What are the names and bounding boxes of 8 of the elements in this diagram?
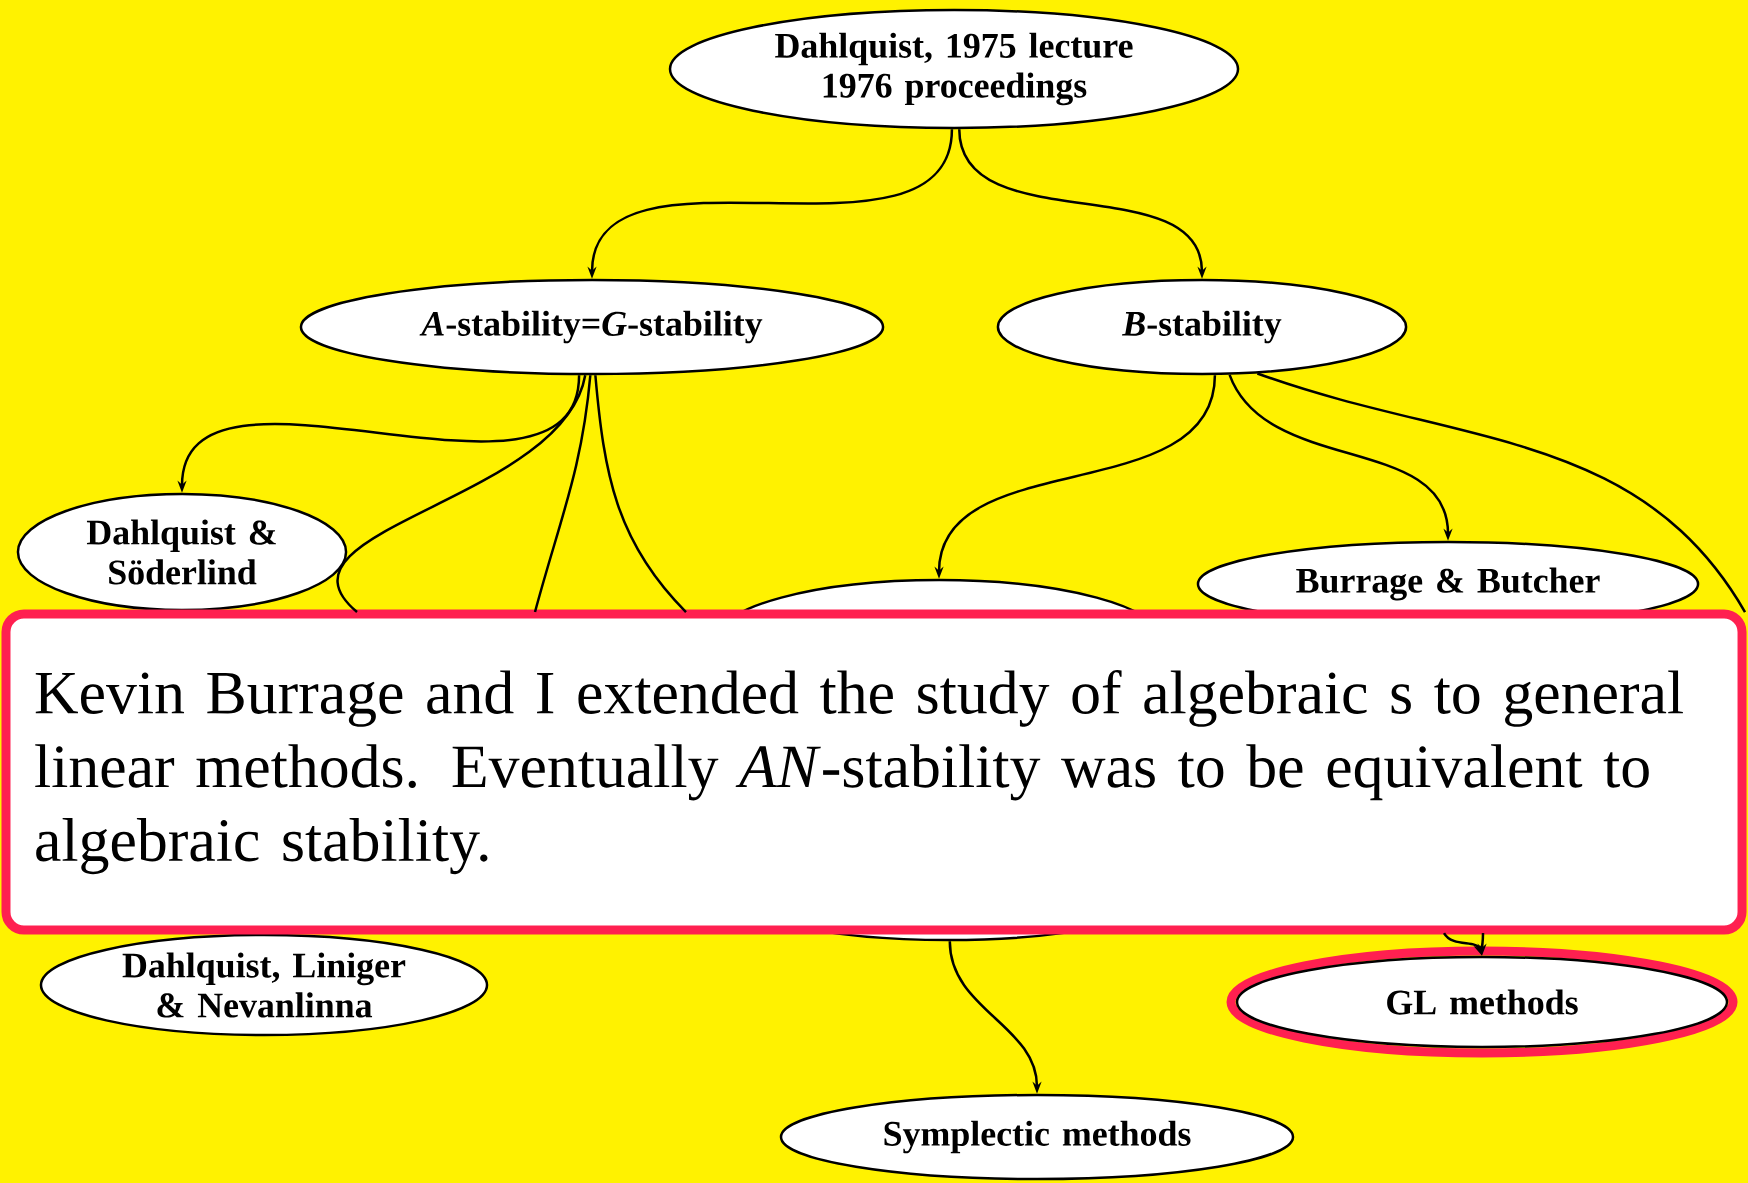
ellipse-node: Symplectic methods [779,1093,1295,1181]
ellipse-node: Dahlquist, 1975 lecture 1976 proceedings [668,8,1240,130]
ellipse-node: B-stability [996,278,1408,376]
note-tooltip: Kevin Burrage and I extended the study of algebraic s to general linear methods. Eventually AN-stability was to be equivalent to algebraic stability. [1,609,1747,935]
ellipse-node: GL methods [1226,946,1738,1058]
ellipse-node: Dahlquist, Liniger & Nevanlinna [39,933,489,1037]
ellipse-node: A-stability=G-stability [299,278,885,376]
ellipse-node: Dahlquist & Söderlind [16,492,348,612]
